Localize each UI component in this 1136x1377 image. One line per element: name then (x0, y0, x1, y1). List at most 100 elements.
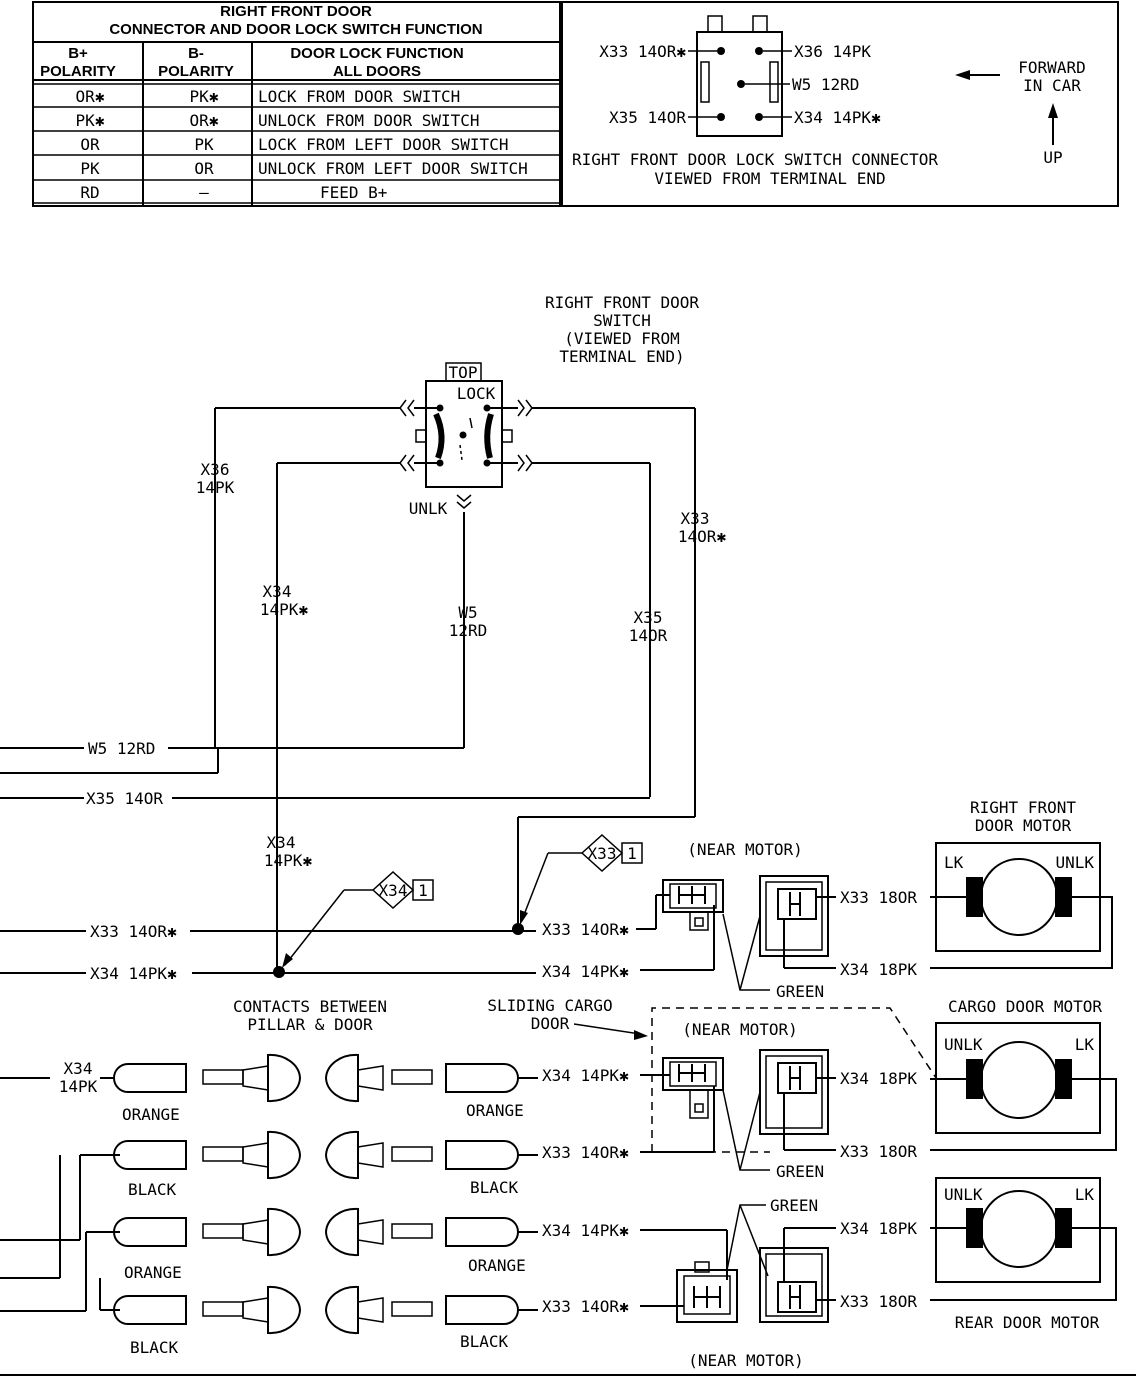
connector-caption-2: VIEWED FROM TERMINAL END (654, 169, 885, 188)
wire-label-w5-b: 12RD (449, 621, 488, 640)
table-title-2: CONNECTOR AND DOOR LOCK SWITCH FUNCTION (109, 21, 482, 38)
c3-x33-18-label: X33 18OR (840, 1292, 917, 1311)
contact-row2-right-color: BLACK (470, 1178, 519, 1197)
c3-x34-18-label: X34 18PK (840, 1219, 917, 1238)
splice-x34-label: X34 (379, 881, 408, 900)
header-function-all: ALL DOORS (333, 63, 421, 80)
row4-bplus: PK (80, 159, 100, 178)
pin-label-x33: X33 14OR✱ (599, 42, 686, 61)
wire-label-x34-b: 14PK✱ (260, 600, 309, 619)
c3-x33-label: X33 14OR✱ (542, 1297, 629, 1316)
wire-label-x34-a: X34 (263, 582, 292, 601)
wire-label-x34c-a: X34 (267, 833, 296, 852)
splice-x33-dot (512, 923, 524, 935)
pin-label-x36: X36 14PK (794, 42, 871, 61)
c1-x34-label: X34 14PK✱ (542, 962, 629, 981)
rear-lk-label: LK (1075, 1185, 1095, 1204)
connector-latch-left (707, 15, 723, 33)
door-switch: RIGHT FRONT DOOR SWITCH (VIEWED FROM TER… (399, 293, 699, 518)
near-motor-connector-2: (NEAR MOTOR) X34 14PK✱ X33 14OR✱ X34 18P… (542, 1020, 917, 1181)
wire-label-x36-b: 14PK (196, 478, 235, 497)
lock-function-table: RIGHT FRONT DOOR CONNECTOR AND DOOR LOCK… (32, 1, 561, 207)
up-arrow-icon (1048, 103, 1058, 118)
contact-row3-left-color: ORANGE (124, 1263, 182, 1282)
contacts-x34-a: X34 (64, 1059, 93, 1078)
wire-label-x35-b: 14OR (629, 626, 668, 645)
forward-label-1: FORWARD (1018, 58, 1085, 77)
splice-x34-dot (273, 966, 285, 978)
chevron-left-top-icon (399, 399, 415, 417)
connector-caption-1: RIGHT FRONT DOOR LOCK SWITCH CONNECTOR (572, 150, 938, 169)
right-front-door-motor: RIGHT FRONT DOOR MOTOR LK UNLK (930, 798, 1113, 969)
left-label-x34: X34 14PK✱ (90, 964, 177, 983)
pin-label-w5: W5 12RD (792, 75, 859, 94)
cargo-motor-icon (980, 1041, 1058, 1119)
row2-function: UNLOCK FROM DOOR SWITCH (258, 111, 480, 130)
pin-x36 (755, 47, 763, 55)
switch-title-4: TERMINAL END) (559, 347, 684, 366)
splice-x33-label: X33 (588, 844, 617, 863)
row4-bminus: OR (194, 159, 214, 178)
switch-title-2: SWITCH (593, 311, 651, 330)
header-bminus-polarity: POLARITY (158, 63, 234, 80)
connector-key-right (769, 61, 779, 103)
contacts-title-2: PILLAR & DOOR (247, 1015, 373, 1034)
pin-w5 (737, 80, 745, 88)
wire-label-x36-a: X36 (201, 460, 230, 479)
c2-x33-label: X33 14OR✱ (542, 1143, 629, 1162)
row5-function: FEED B+ (320, 183, 387, 202)
row4-function: UNLOCK FROM LEFT DOOR SWITCH (258, 159, 528, 178)
chevron-left-bottom-icon (399, 454, 415, 472)
header-bplus: B+ (68, 45, 88, 62)
connector-key-left (700, 61, 710, 103)
header-function: DOOR LOCK FUNCTION (290, 45, 463, 62)
row3-bminus: PK (194, 135, 214, 154)
wire-label-x34c-b: 14PK✱ (264, 851, 313, 870)
switch-title-3: (VIEWED FROM (564, 329, 680, 348)
forward-arrow-icon (955, 70, 970, 80)
contact-row2-left-color: BLACK (128, 1180, 177, 1199)
rear-motor-icon (980, 1190, 1058, 1268)
rf-motor-icon (980, 858, 1058, 936)
contact-row3-right-color: ORANGE (468, 1256, 526, 1275)
pillar-door-contacts: CONTACTS BETWEEN PILLAR & DOOR X34 14PK … (0, 997, 538, 1357)
wire-label-x35-a: X35 (634, 608, 663, 627)
contact-row-4: BLACK BLACK (112, 1285, 538, 1357)
contacts-x34-b: 14PK (59, 1077, 98, 1096)
row1-bplus: OR✱ (76, 87, 105, 106)
left-label-w5: W5 12RD (88, 739, 155, 758)
wire-label-w5-a: W5 (458, 603, 477, 622)
switch-top-label: TOP (449, 363, 478, 382)
sliding-label-2: DOOR (531, 1014, 570, 1033)
cargo-motor-title: CARGO DOOR MOTOR (948, 997, 1102, 1016)
pin-x35 (717, 113, 725, 121)
pin-label-x34: X34 14PK✱ (794, 108, 881, 127)
c3-green-label: GREEN (770, 1196, 818, 1215)
c2-x33-18-label: X33 18OR (840, 1142, 917, 1161)
cargo-lk-label: LK (1075, 1035, 1095, 1054)
c2-x34-18-label: X34 18PK (840, 1069, 917, 1088)
contact-row-3: ORANGE ORANGE (112, 1207, 538, 1282)
header-bplus-polarity: POLARITY (40, 63, 116, 80)
rear-motor-title: REAR DOOR MOTOR (955, 1313, 1100, 1332)
splice-x34-num: 1 (418, 881, 428, 900)
row2-bminus: OR✱ (190, 111, 219, 130)
chevron-right-top-icon (517, 399, 533, 417)
splice-x33-num: 1 (627, 844, 637, 863)
header-bminus: B- (188, 45, 204, 62)
contacts-title-1: CONTACTS BETWEEN (233, 997, 387, 1016)
contact-row-1: ORANGE ORANGE (112, 1053, 538, 1124)
rf-motor-title-2: DOOR MOTOR (975, 816, 1072, 835)
rf-lk-label: LK (944, 853, 964, 872)
c2-x34-label: X34 14PK✱ (542, 1066, 629, 1085)
connector-latch-right (752, 15, 768, 33)
switch-title-1: RIGHT FRONT DOOR (545, 293, 699, 312)
sliding-label-1: SLIDING CARGO (487, 996, 612, 1015)
wire-label-x33-b: 14OR✱ (678, 527, 727, 546)
row3-bplus: OR (80, 135, 100, 154)
cargo-unlk-label: UNLK (944, 1035, 983, 1054)
chevron-right-bottom-icon (517, 454, 533, 472)
rear-unlk-label: UNLK (944, 1185, 983, 1204)
near-motor-connector-1: (NEAR MOTOR) X33 14OR✱ X34 14PK✱ X33 18O… (542, 840, 917, 1001)
